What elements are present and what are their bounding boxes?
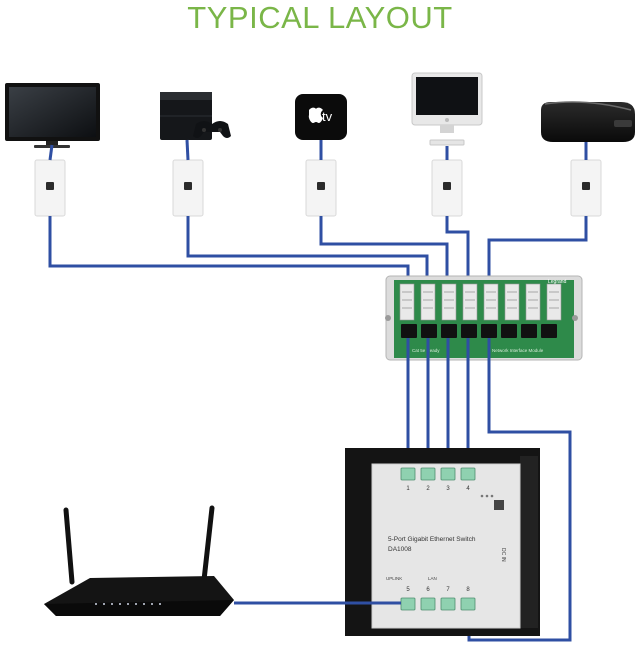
patch-panel-brand: Legrand xyxy=(548,279,567,285)
wall-plate-1 xyxy=(34,159,66,217)
game-console-icon xyxy=(160,92,231,140)
switch-port-label-5: 5 xyxy=(406,587,410,593)
switch-lan-label: LAN xyxy=(428,576,437,581)
wall-plate-3 xyxy=(305,159,337,217)
desktop-computer-icon xyxy=(411,72,483,146)
switch-port-label-3: 3 xyxy=(446,486,450,492)
patch-panel-footer-right: Network Interface Module xyxy=(492,348,544,353)
switch-model: DA1008 xyxy=(388,546,412,553)
wall-plate-2 xyxy=(172,159,204,217)
set-top-box-icon xyxy=(541,101,635,142)
wall-plate-4 xyxy=(431,159,463,217)
switch-power-label: DC IN xyxy=(500,548,506,562)
patch-panel: Legrand Cat 5e Ready Network Interface M… xyxy=(385,275,583,361)
switch-port-label-8: 8 xyxy=(466,587,470,593)
switch-port-label-6: 6 xyxy=(426,587,430,593)
switch-port-label-1: 1 xyxy=(406,486,410,492)
patch-panel-footer-left: Cat 5e Ready xyxy=(412,348,440,353)
router-icon xyxy=(44,505,234,616)
page-title: TYPICAL LAYOUT xyxy=(187,0,453,35)
apple-tv-label: tv xyxy=(322,109,333,124)
switch-port-label-2: 2 xyxy=(426,486,430,492)
switch-port-label-7: 7 xyxy=(446,587,450,593)
ethernet-switch: 1 2 3 4 5-Port Gigabit Ethernet Switch D… xyxy=(345,448,540,636)
apple-tv-icon: tv xyxy=(295,94,347,140)
switch-uplink-label: UPLINK xyxy=(386,576,402,581)
device-cables xyxy=(48,139,588,161)
tv-icon xyxy=(5,83,100,148)
switch-name: 5-Port Gigabit Ethernet Switch xyxy=(388,536,476,543)
wall-plate-5 xyxy=(570,159,602,217)
switch-port-label-4: 4 xyxy=(466,486,470,492)
